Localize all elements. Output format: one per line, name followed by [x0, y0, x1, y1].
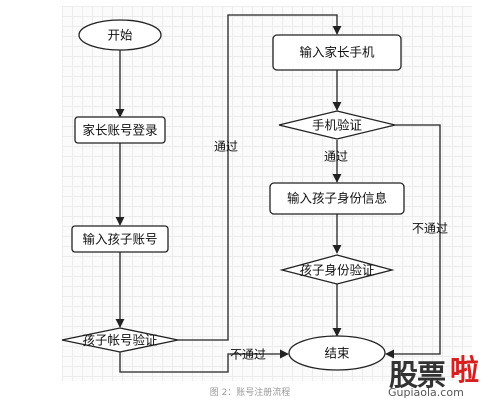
connectors [115, 14, 441, 373]
input-child-account-box [71, 225, 169, 253]
phone-verify-diamond [278, 110, 396, 140]
watermark-url: Gupiaola.com [388, 386, 464, 399]
end-terminator-shape [288, 335, 386, 371]
input-child-identity-box [269, 182, 405, 215]
edge-label-fail-right: 不通过 [412, 222, 448, 236]
parent-login-label: 家长账号登录 [82, 123, 157, 138]
child-account-verify-diamond [61, 327, 179, 353]
input-child-identity-label: 输入孩子身份信息 [287, 191, 387, 206]
watermark-logo-dark: 股票 [389, 358, 446, 392]
edge-verify-pass-to-phone [178, 14, 342, 341]
child-account-verify-label: 孩子帐号验证 [82, 333, 158, 348]
child-identity-verify-diamond [279, 254, 395, 285]
figure-caption: 图 2：账号注册流程 [209, 388, 291, 398]
edge-phone-fail-to-end [385, 124, 441, 359]
end-label: 结束 [324, 346, 350, 361]
input-parent-phone-box [272, 34, 402, 71]
edge-label-fail-bottom: 不通过 [230, 348, 266, 362]
child-identity-verify-label: 孩子身份验证 [299, 263, 375, 278]
phone-verify-label: 手机验证 [312, 118, 363, 133]
parent-login-box [74, 116, 166, 144]
edge-label-pass-phone: 通过 [324, 150, 348, 164]
edge-label-pass-left: 通过 [214, 140, 238, 154]
watermark-logo-red: 啦 [450, 353, 480, 387]
start-terminator-shape [78, 19, 162, 51]
input-child-account-label: 输入孩子账号 [82, 232, 157, 247]
input-parent-phone-label: 输入家长手机 [299, 45, 375, 60]
start-label: 开始 [107, 28, 133, 43]
edge-verify-fail-to-end [119, 349, 289, 373]
